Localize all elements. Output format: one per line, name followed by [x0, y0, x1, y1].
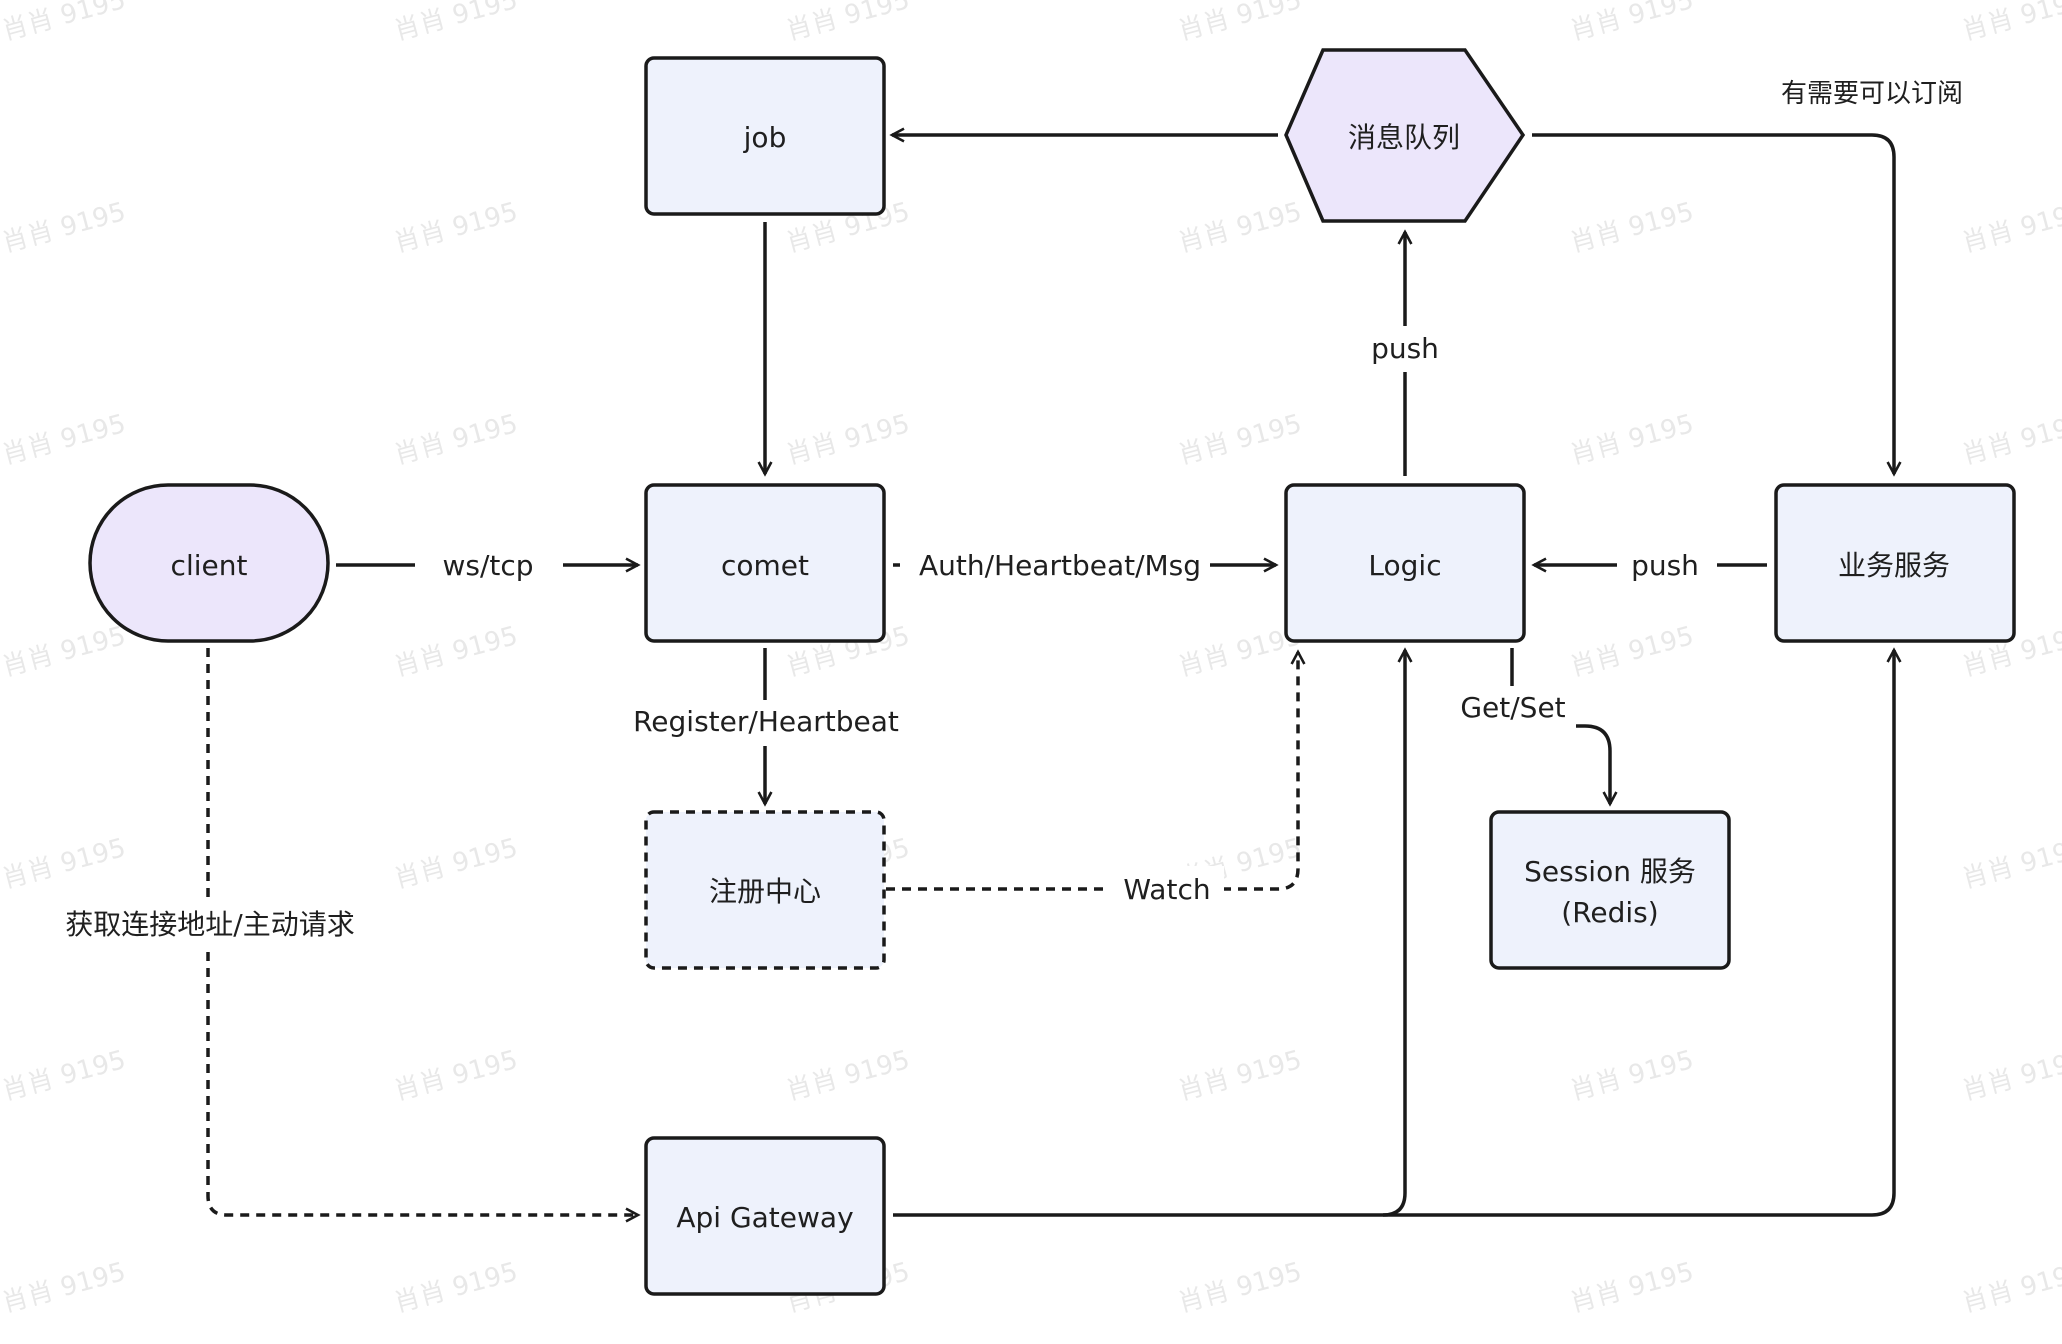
watermark-text: 肖肖 9195: [1959, 0, 2062, 47]
watermark-text: 肖肖 9195: [1567, 621, 1697, 683]
node-api-gateway[interactable]: Api Gateway: [644, 1136, 886, 1296]
watermark-text: 肖肖 9195: [0, 197, 129, 259]
watermark-text: 肖肖 9195: [1959, 197, 2062, 259]
client-to-gateway-arrow: [206, 648, 638, 1215]
mq-to-biz-arrow: [1532, 133, 1894, 474]
watermark-text: 肖肖 9195: [0, 409, 129, 471]
node-comet[interactable]: comet: [644, 483, 886, 643]
watermark-text: 肖肖 9195: [783, 1045, 913, 1107]
node-business-service[interactable]: 业务服务: [1774, 483, 2016, 643]
watermark-text: 肖肖 9195: [783, 0, 913, 47]
node-comet-label: comet: [721, 549, 809, 582]
edge-label-auth-heartbeat-msg: Auth/Heartbeat/Msg: [919, 549, 1201, 582]
node-session-service-label-line1: Session 服务: [1524, 855, 1696, 888]
watermark-text: 肖肖 9195: [391, 833, 521, 895]
edge-label-push-from-biz: push: [1631, 549, 1699, 582]
edge-label-watch: Watch: [1123, 873, 1210, 906]
watermark-text: 肖肖 9195: [1175, 197, 1305, 259]
watermark-text: 肖肖 9195: [391, 621, 521, 683]
watermark-text: 肖肖 9195: [0, 621, 129, 683]
node-api-gateway-label: Api Gateway: [676, 1201, 853, 1234]
node-client-label: client: [171, 549, 248, 582]
watermark-text: 肖肖 9195: [1959, 833, 2062, 895]
logic-to-session-arrow: [1510, 648, 1610, 804]
watermark-text: 肖肖 9195: [0, 1045, 129, 1107]
edge-label-get-set: Get/Set: [1460, 691, 1565, 724]
node-message-queue[interactable]: 消息队列: [1284, 48, 1526, 223]
note-subscribe-if-needed: 有需要可以订阅: [1781, 79, 1963, 109]
watermark-text: 肖肖 9195: [391, 1045, 521, 1107]
node-job[interactable]: job: [644, 56, 886, 216]
registry-to-logic-watch-arrow: [886, 652, 1298, 891]
node-business-service-label: 业务服务: [1838, 549, 1950, 582]
node-job-label: job: [743, 121, 787, 154]
edge-label-get-connection-address: 获取连接地址/主动请求: [65, 908, 354, 941]
watermark-text: 肖肖 9195: [1567, 1045, 1697, 1107]
watermark-text: 肖肖 9195: [1959, 1045, 2062, 1107]
node-registry-center-label: 注册中心: [709, 875, 821, 908]
watermark-text: 肖肖 9195: [0, 0, 129, 47]
watermark-text: 肖肖 9195: [1567, 197, 1697, 259]
watermark-text: 肖肖 9195: [1567, 409, 1697, 471]
watermark-text: 肖肖 9195: [1567, 1257, 1697, 1319]
node-client[interactable]: client: [88, 483, 330, 643]
node-message-queue-label: 消息队列: [1348, 121, 1460, 154]
node-session-service[interactable]: Session 服务 (Redis): [1489, 810, 1731, 970]
watermark-text: 肖肖 9195: [391, 197, 521, 259]
watermark-text: 肖肖 9195: [1175, 1257, 1305, 1319]
watermark-text: 肖肖 9195: [1959, 1257, 2062, 1319]
watermark-text: 肖肖 9195: [783, 409, 913, 471]
watermark-text: 肖肖 9195: [1175, 1045, 1305, 1107]
node-logic[interactable]: Logic: [1284, 483, 1526, 643]
watermark-text: 肖肖 9195: [1175, 0, 1305, 47]
watermark-text: 肖肖 9195: [1959, 409, 2062, 471]
edge-label-ws-tcp: ws/tcp: [442, 549, 533, 582]
node-session-service-label-line2: (Redis): [1561, 896, 1658, 929]
watermark-text: 肖肖 9195: [0, 833, 129, 895]
watermark-text: 肖肖 9195: [1567, 0, 1697, 47]
edge-label-register-heartbeat: Register/Heartbeat: [633, 705, 899, 738]
node-logic-label: Logic: [1368, 549, 1441, 582]
watermark-text: 肖肖 9195: [391, 1257, 521, 1319]
gateway-to-logic-arrow: [893, 650, 1405, 1217]
gateway-to-biz-arrow: [1383, 650, 1894, 1217]
edge-label-push-to-mq: push: [1371, 332, 1439, 365]
node-registry-center[interactable]: 注册中心: [644, 810, 886, 970]
watermark-text: 肖肖 9195: [1175, 409, 1305, 471]
watermark-text: 肖肖 9195: [391, 0, 521, 47]
watermark-text: 肖肖 9195: [391, 409, 521, 471]
watermark-text: 肖肖 9195: [0, 1257, 129, 1319]
